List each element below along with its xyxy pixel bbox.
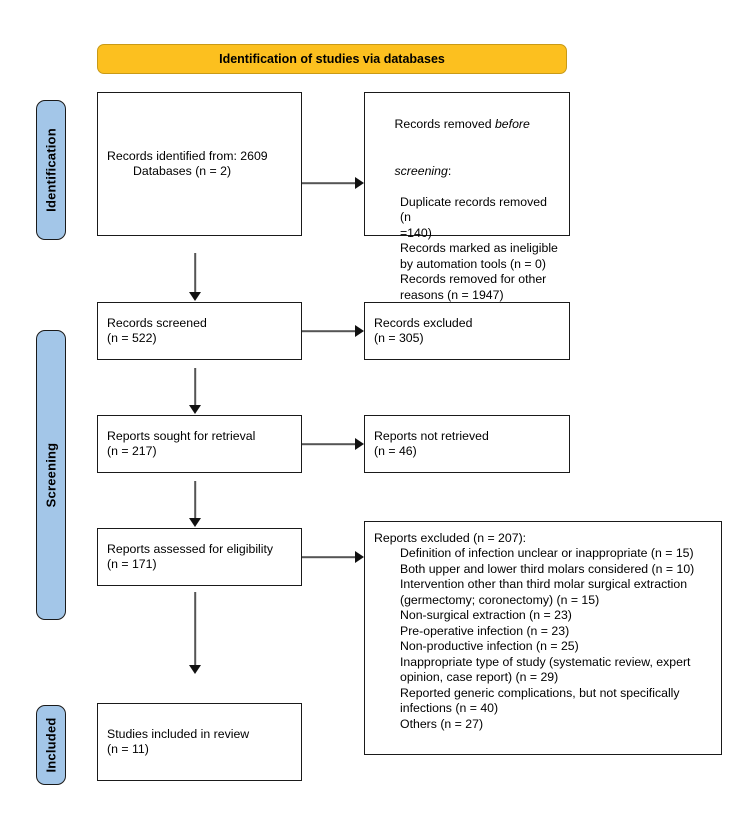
stage-label-included: Included (43, 717, 59, 773)
reports-excluded-reason: Non-surgical extraction (n = 23) (400, 608, 572, 623)
box-records-removed-before-screening: Records removed before screening: Duplic… (364, 92, 570, 302)
reports-sought-line-2: (n = 217) (107, 444, 157, 458)
box-reports-excluded-reasons: Reports excluded (n = 207): Definition o… (364, 521, 722, 755)
reports-sought-line-1: Reports sought for retrieval (107, 428, 256, 443)
arrow-identified-to-screened (188, 253, 202, 301)
reports-excluded-header: Reports excluded (n = 207): (374, 531, 527, 545)
arrow-screened-to-excluded (302, 324, 364, 338)
records-identified-line-2: Databases (n = 2) (133, 164, 232, 178)
box-records-identified: Records identified from: 2609 Databases … (97, 92, 302, 236)
studies-included-line-1: Studies included in review (107, 726, 250, 741)
arrow-sought-to-not-retrieved (302, 437, 364, 451)
records-removed-colon: : (447, 163, 452, 178)
arrow-sought-to-assessed (188, 481, 202, 527)
box-records-screened: Records screened (n = 522) (97, 302, 302, 360)
reports-excluded-reason: Intervention other than third molar surg… (400, 577, 688, 592)
arrow-shaft (302, 182, 357, 184)
records-removed-line-2: screening: (374, 148, 560, 194)
arrow-screened-to-sought (188, 368, 202, 414)
records-removed-line-3: Duplicate records removed (n (400, 194, 551, 225)
arrow-head (189, 665, 201, 674)
studies-included-line-2: (n = 11) (107, 742, 149, 756)
arrow-shaft (302, 556, 357, 558)
box-reports-not-retrieved: Reports not retrieved (n = 46) (364, 415, 570, 473)
arrow-shaft (302, 330, 357, 332)
reports-assessed-line-2: (n = 171) (107, 557, 157, 571)
reports-excluded-reason: opinion, case report) (n = 29) (400, 670, 559, 685)
reports-not-retrieved-line-1: Reports not retrieved (374, 428, 489, 443)
box-records-excluded: Records excluded (n = 305) (364, 302, 570, 360)
records-excluded-line-2: (n = 305) (374, 331, 424, 345)
records-removed-italic-screening: screening (394, 163, 448, 178)
reports-excluded-reason: (germectomy; coronectomy) (n = 15) (400, 592, 600, 607)
records-excluded-line-1: Records excluded (374, 315, 473, 330)
box-studies-included-in-review: Studies included in review (n = 11) (97, 703, 302, 781)
records-removed-italic-before: before (494, 117, 530, 132)
stage-bar-screening: Screening (36, 330, 66, 620)
banner-identification-via-databases: Identification of studies via databases (97, 44, 567, 74)
box-reports-assessed-for-eligibility: Reports assessed for eligibility (n = 17… (97, 528, 302, 586)
records-removed-line-7: Records removed for other (400, 272, 547, 287)
reports-excluded-reason: Definition of infection unclear or inapp… (400, 546, 694, 561)
box-reports-sought-for-retrieval: Reports sought for retrieval (n = 217) (97, 415, 302, 473)
arrow-head (189, 518, 201, 527)
arrow-head (189, 405, 201, 414)
arrow-shaft (194, 368, 196, 407)
arrow-identified-to-removed (302, 176, 364, 190)
records-identified-line-1: Records identified from: 2609 (107, 148, 268, 163)
arrow-shaft (194, 592, 196, 667)
records-removed-lead: Records removed (394, 117, 495, 132)
reports-excluded-reason: Inappropriate type of study (systematic … (400, 654, 691, 669)
stage-bar-included: Included (36, 705, 66, 785)
reports-excluded-reason: Pre-operative infection (n = 23) (400, 623, 570, 638)
records-removed-line-1: Records removed before (374, 102, 560, 148)
arrow-assessed-to-studies-included (188, 592, 202, 674)
arrow-shaft (194, 253, 196, 294)
records-screened-line-2: (n = 522) (107, 331, 157, 345)
arrow-head (355, 438, 364, 450)
arrow-head (355, 325, 364, 337)
stage-bar-identification: Identification (36, 100, 66, 240)
stage-label-screening: Screening (43, 442, 59, 508)
records-removed-line-6: by automation tools (n = 0) (400, 256, 546, 271)
reports-excluded-reason: Non-productive infection (n = 25) (400, 639, 579, 654)
arrow-assessed-to-reports-excluded (302, 550, 364, 564)
banner-label: Identification of studies via databases (219, 52, 445, 66)
reports-excluded-reason: infections (n = 40) (400, 701, 499, 716)
reports-excluded-reason: Others (n = 27) (400, 716, 484, 731)
records-removed-line-5: Records marked as ineligible (400, 241, 558, 256)
records-removed-line-8: reasons (n = 1947) (400, 287, 504, 302)
stage-label-identification: Identification (43, 128, 59, 212)
arrow-shaft (194, 481, 196, 520)
reports-excluded-reason: Reported generic complications, but not … (400, 685, 680, 700)
arrow-shaft (302, 443, 357, 445)
arrow-head (355, 177, 364, 189)
arrow-head (189, 292, 201, 301)
records-removed-line-4: =140) (400, 225, 432, 240)
arrow-head (355, 551, 364, 563)
reports-excluded-reason: Both upper and lower third molars consid… (400, 561, 695, 576)
reports-assessed-line-1: Reports assessed for eligibility (107, 541, 274, 556)
records-screened-line-1: Records screened (107, 315, 207, 330)
reports-not-retrieved-line-2: (n = 46) (374, 444, 417, 458)
